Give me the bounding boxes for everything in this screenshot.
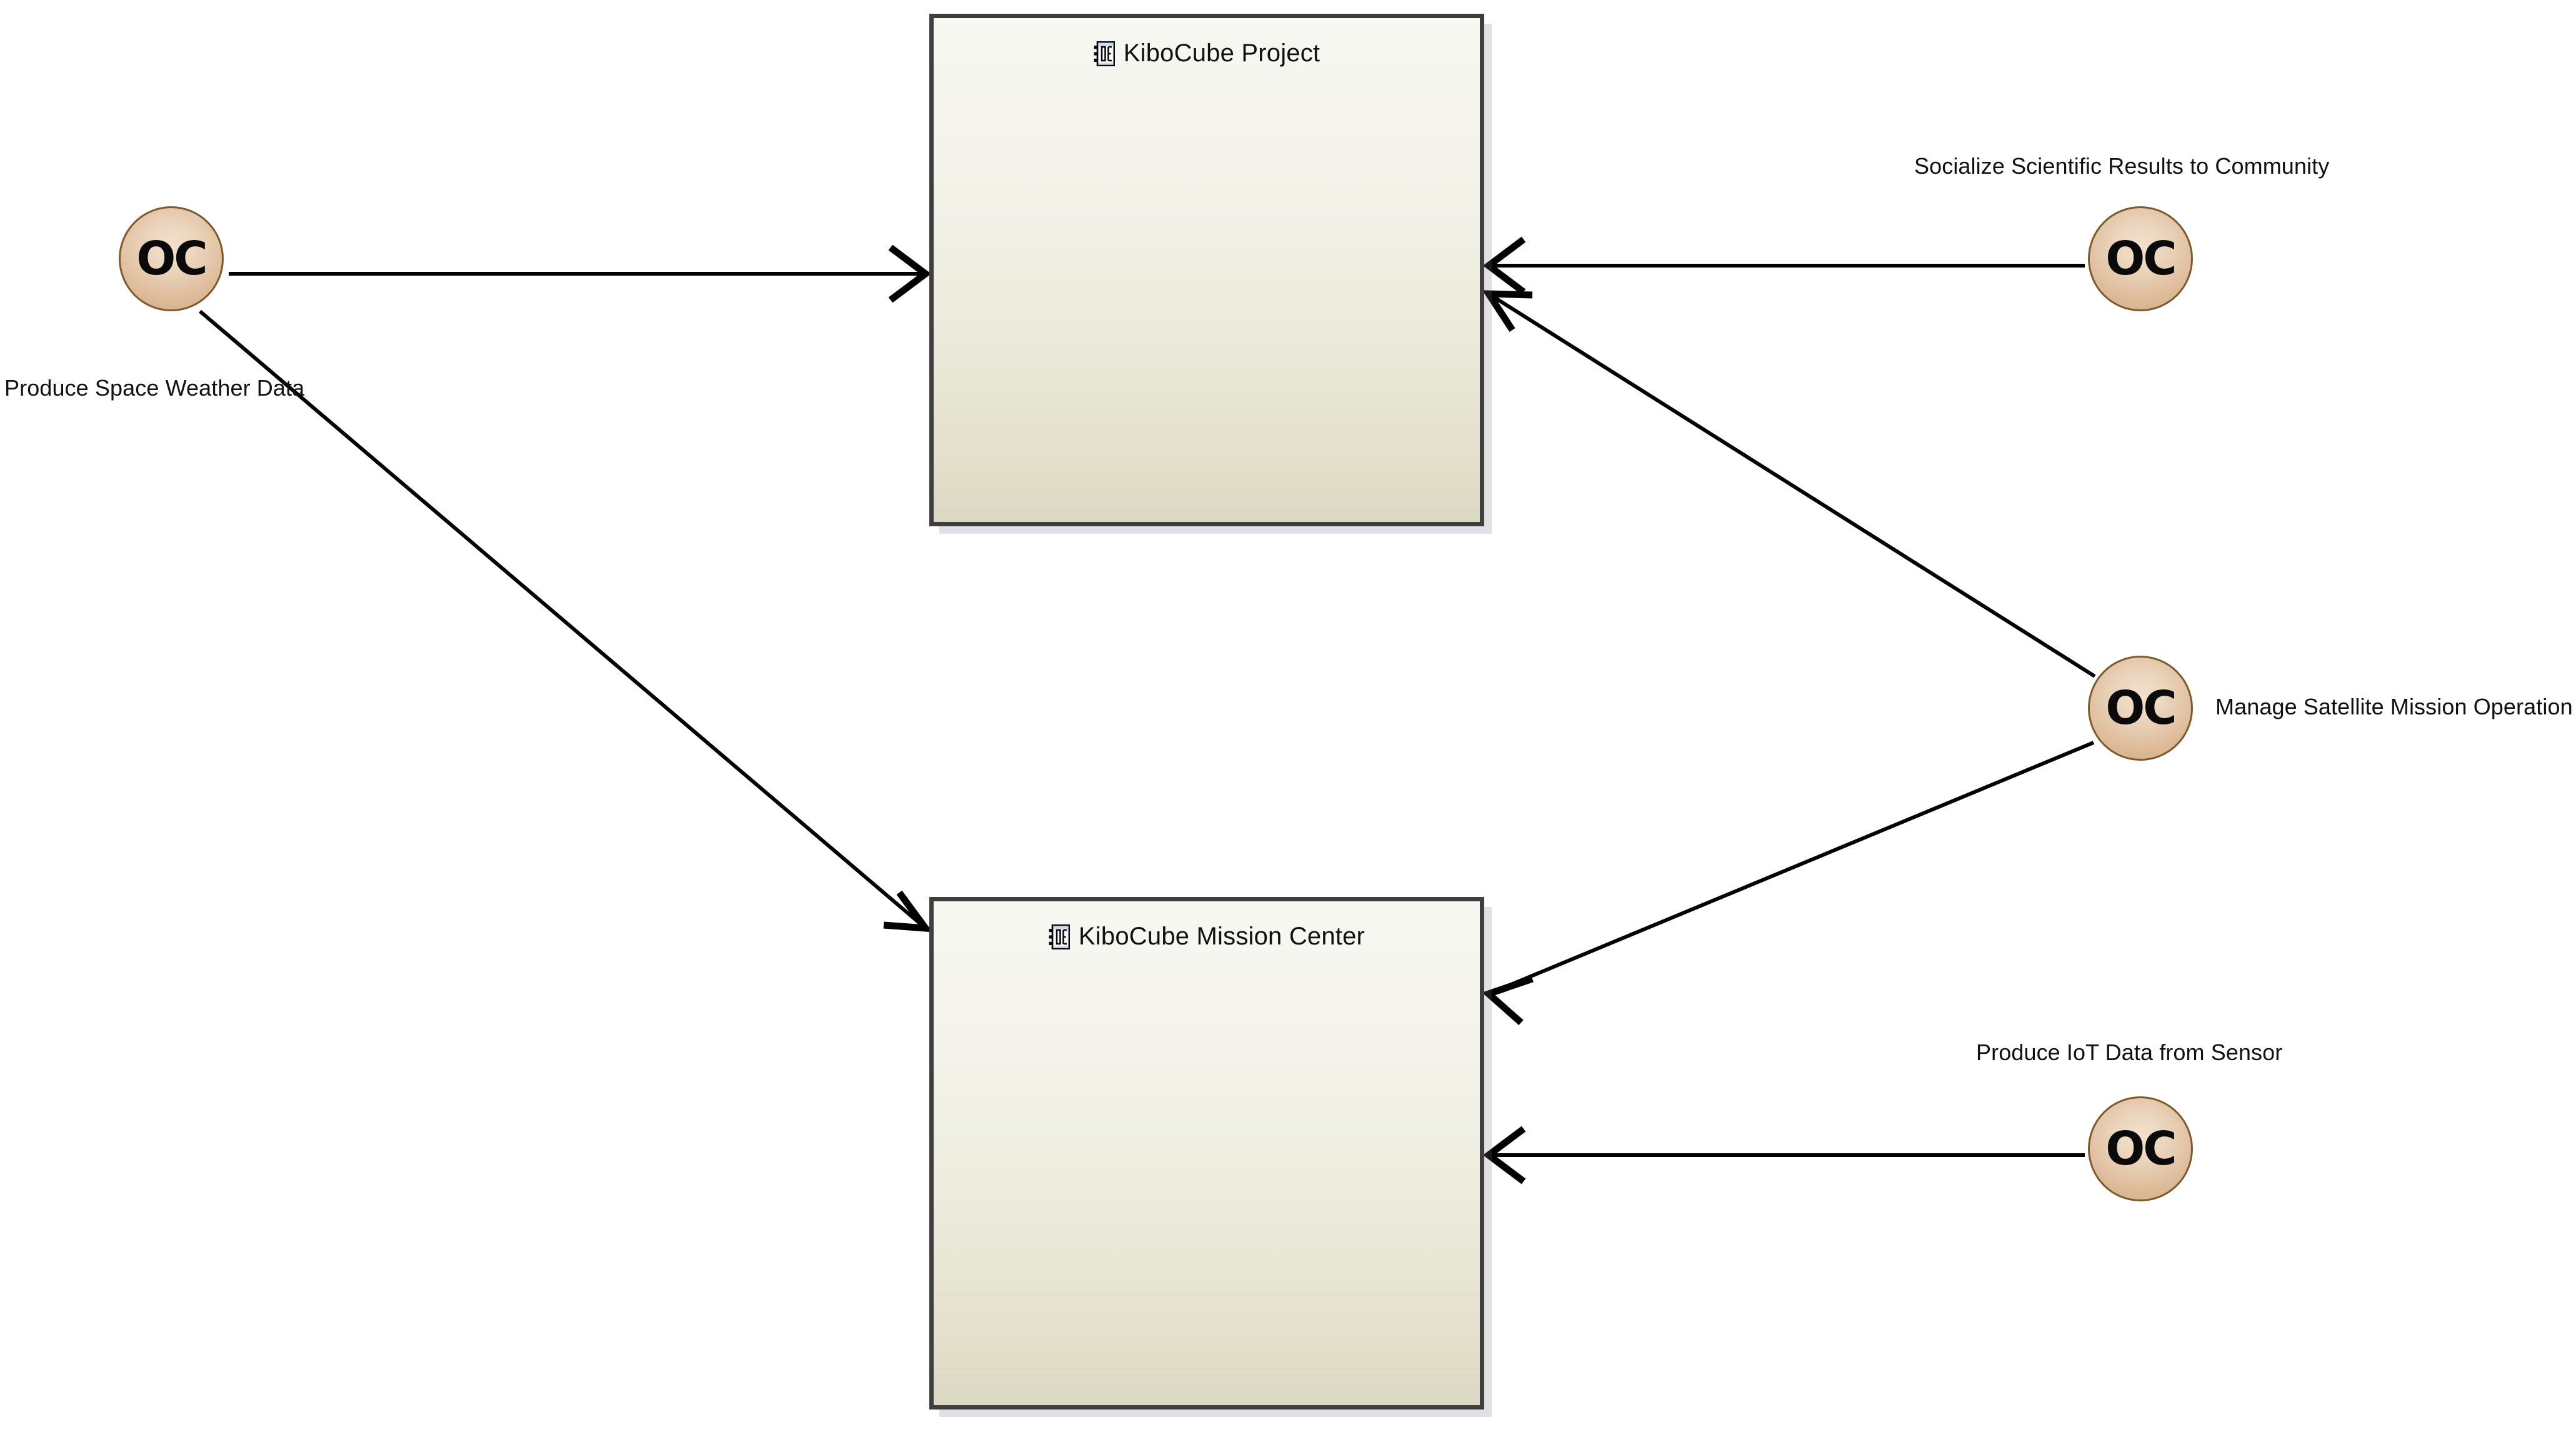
actor-label-produce-space-weather-data: Produce Space Weather Data — [4, 375, 305, 401]
block-kibocube-mission-center[interactable]: KiboCube Mission Center — [929, 897, 1484, 1409]
connection-iot-data-to-mission-center[interactable] — [1482, 1126, 2085, 1184]
actor-produce-space-weather-data[interactable]: OC — [119, 206, 224, 311]
actor-glyph: OC — [2105, 1122, 2177, 1176]
arrowhead-icon — [1482, 236, 1526, 295]
arrowhead-icon — [1482, 290, 1533, 333]
connection-line — [1487, 292, 2096, 678]
block-title: KiboCube Mission Center — [1078, 923, 1365, 950]
actor-glyph: OC — [136, 232, 207, 286]
arrowhead-icon — [1482, 1126, 1526, 1184]
actor-socialize-scientific-results-to-community[interactable]: OC — [2088, 206, 2193, 311]
arrowhead-icon — [1482, 975, 1534, 1026]
bdd-block-icon — [1049, 924, 1070, 949]
actor-glyph: OC — [2105, 232, 2177, 286]
actor-label-produce-iot-data-from-sensor: Produce IoT Data from Sensor — [1976, 1039, 2283, 1065]
connection-line — [199, 309, 927, 930]
block-header: KiboCube Mission Center — [934, 923, 1480, 951]
connection-line — [1487, 741, 2095, 996]
connection-space-weather-to-project[interactable] — [229, 244, 932, 303]
connection-manage-mission-to-project[interactable] — [1482, 290, 2096, 678]
block-kibocube-project[interactable]: KiboCube Project — [929, 14, 1484, 526]
bdd-block-icon — [1094, 41, 1115, 66]
connection-space-weather-to-mission-center[interactable] — [199, 309, 933, 933]
actor-label-socialize-scientific-results-to-community: Socialize Scientific Results to Communit… — [1914, 153, 2330, 179]
arrowhead-icon — [888, 244, 932, 303]
block-header: KiboCube Project — [934, 39, 1480, 68]
connection-manage-mission-to-mission-center[interactable] — [1482, 741, 2095, 1026]
actor-glyph: OC — [2105, 681, 2177, 735]
actor-manage-satellite-mission-operation[interactable]: OC — [2088, 656, 2193, 761]
connection-socialize-results-to-project[interactable] — [1482, 236, 2085, 295]
actor-produce-iot-data-from-sensor[interactable]: OC — [2088, 1096, 2193, 1201]
arrowhead-icon — [883, 890, 933, 933]
actor-label-manage-satellite-mission-operation: Manage Satellite Mission Operation — [2215, 694, 2573, 719]
block-title: KiboCube Project — [1123, 39, 1320, 67]
